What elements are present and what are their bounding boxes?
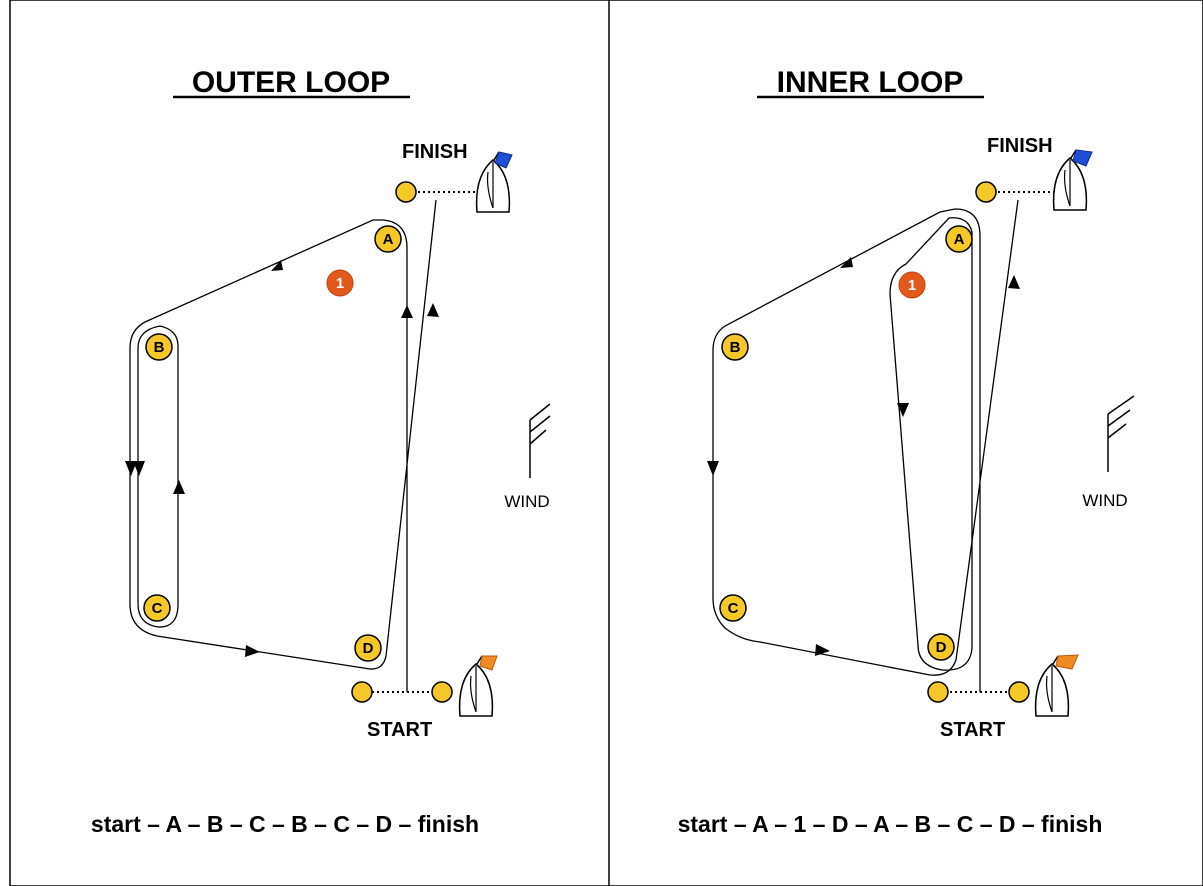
course-line-outer <box>712 199 1019 692</box>
arrow <box>1008 275 1020 289</box>
svg-text:B: B <box>154 339 165 356</box>
svg-text:D: D <box>936 639 947 656</box>
mark-1: 1 <box>898 271 926 299</box>
course-line-outer <box>129 199 437 692</box>
mark-c: C <box>719 594 747 622</box>
finish-label: FINISH <box>987 135 1053 157</box>
svg-text:A: A <box>383 231 394 248</box>
mark-a: A <box>374 225 402 253</box>
arrow <box>401 305 413 318</box>
mark-c: C <box>143 594 171 622</box>
wind-icon <box>529 403 551 478</box>
panel-inner-loop: INNER LOOP FINISH START <box>678 66 1135 837</box>
route-text: start – A – B – C – B – C – D – finish <box>91 811 479 837</box>
svg-text:B: B <box>730 339 741 356</box>
mark-b: B <box>145 333 173 361</box>
arrow <box>125 461 137 476</box>
svg-text:A: A <box>954 231 965 248</box>
start-boat <box>1034 663 1070 717</box>
start-boat-mark <box>431 681 453 703</box>
panel-title: INNER LOOP <box>777 66 964 99</box>
arrow <box>173 480 185 494</box>
panel-outer-loop: OUTER LOOP FINISH START <box>91 66 551 837</box>
svg-text:D: D <box>363 640 374 657</box>
svg-text:C: C <box>152 600 163 617</box>
mark-d: D <box>354 634 382 662</box>
arrow <box>707 461 719 476</box>
wind-label: WIND <box>504 492 549 511</box>
course-line-inner-loop <box>889 217 973 671</box>
mark-1: 1 <box>326 269 354 297</box>
svg-text:C: C <box>728 600 739 617</box>
mark-a: A <box>945 225 973 253</box>
start-pin-mark <box>927 681 949 703</box>
finish-label: FINISH <box>402 141 468 163</box>
svg-text:1: 1 <box>908 277 916 294</box>
wind-label: WIND <box>1082 491 1127 510</box>
wind-icon <box>1107 395 1135 472</box>
start-label: START <box>940 719 1005 741</box>
arrow <box>245 645 260 657</box>
arrow <box>133 461 145 476</box>
start-label: START <box>367 719 432 741</box>
start-flag-icon <box>1052 654 1079 670</box>
start-pin-mark <box>351 681 373 703</box>
mark-b: B <box>721 333 749 361</box>
arrow <box>897 403 909 417</box>
finish-flag-icon <box>493 151 513 169</box>
finish-mark <box>395 181 417 203</box>
panel-title: OUTER LOOP <box>192 66 390 99</box>
finish-boat <box>1052 157 1088 211</box>
finish-mark <box>975 181 997 203</box>
course-line-inner-loop <box>137 325 179 628</box>
frame-border <box>9 0 1203 886</box>
start-boat <box>458 663 494 717</box>
finish-boat <box>475 159 511 213</box>
arrow <box>271 260 283 271</box>
mark-d: D <box>927 633 955 661</box>
arrow <box>427 303 439 317</box>
finish-flag-icon <box>1070 149 1093 167</box>
arrow <box>840 257 853 268</box>
route-text: start – A – 1 – D – A – B – C – D – fini… <box>678 811 1103 837</box>
svg-text:1: 1 <box>336 275 344 292</box>
arrow <box>815 644 830 656</box>
start-boat-mark <box>1008 681 1030 703</box>
start-flag-icon <box>476 655 498 671</box>
